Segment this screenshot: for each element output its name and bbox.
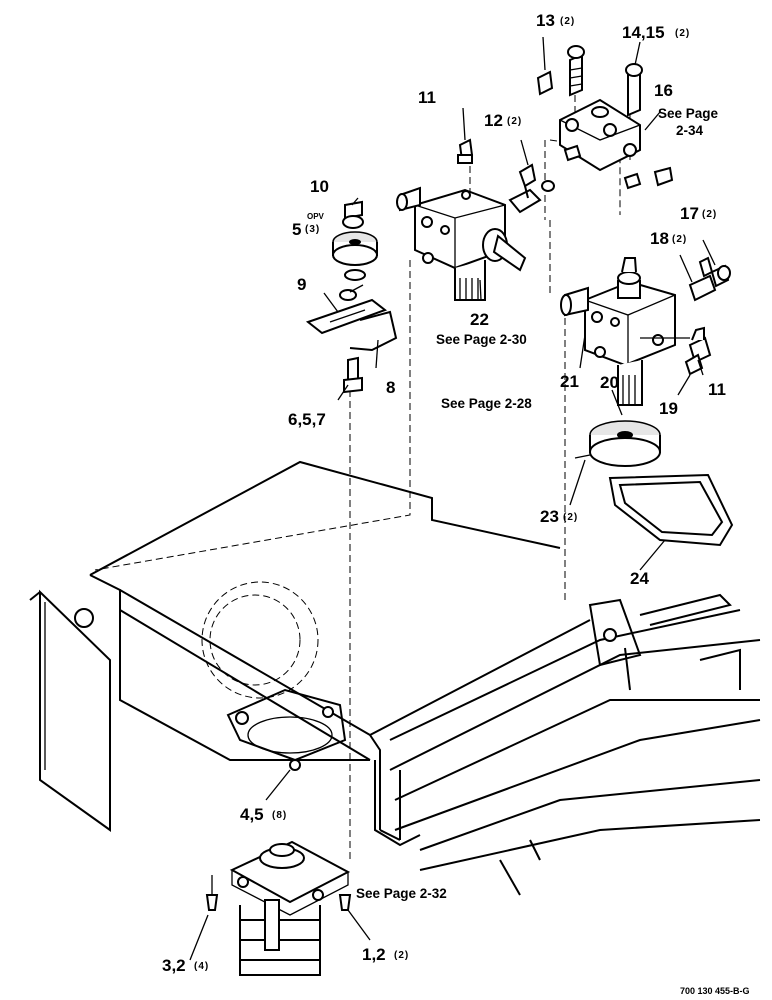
callout-14-15-qty: (2) — [675, 28, 690, 39]
see-page-2-32: See Page 2-32 — [356, 886, 447, 901]
callout-1-2-qty: (2) — [394, 950, 409, 961]
idler-pulley-assembly — [305, 200, 398, 394]
callout-8: 8 — [386, 378, 395, 397]
callout-16: 16 — [654, 81, 673, 100]
callout-3-2-qty: (4) — [194, 961, 209, 972]
callout-3-2: 3,2 — [162, 956, 186, 975]
callout-12-qty: (2) — [507, 116, 522, 127]
callout-9: 9 — [297, 275, 306, 294]
callout-5-opv: OPV — [307, 212, 325, 221]
callout-21: 21 — [560, 372, 579, 391]
callout-23: 23 — [540, 507, 559, 526]
callout-4-5: 4,5 — [240, 805, 264, 824]
callout-1-2: 1,2 — [362, 945, 386, 964]
callout-24: 24 — [630, 569, 649, 588]
callout-4-5-qty: (8) — [272, 810, 287, 821]
callout-18-qty: (2) — [672, 234, 687, 245]
callout-14-15: 14,15 — [622, 23, 665, 42]
callout-18: 18 — [650, 229, 669, 248]
callout-21-ref: See Page 2-28 — [441, 396, 532, 411]
gearbox-upper — [396, 138, 527, 301]
callout-6-5-7: 6,5,7 — [288, 410, 326, 429]
callout-13: 13 — [536, 11, 555, 30]
callout-16-ref-2: 2-34 — [676, 123, 704, 138]
callout-5-qty: (3) — [305, 224, 320, 235]
callout-22-ref: See Page 2-30 — [436, 332, 527, 347]
gearbox-lower — [560, 257, 690, 406]
drive-pulley-and-belt — [574, 420, 734, 547]
callout-11-upper: 11 — [418, 88, 436, 107]
callout-17: 17 — [680, 204, 699, 223]
callout-5: 5 — [292, 220, 301, 239]
callout-10: 10 — [310, 177, 329, 196]
callout-11-lower: 11 — [708, 380, 726, 399]
callout-20: 20 — [600, 373, 619, 392]
universal-joint — [536, 45, 674, 190]
callout-19: 19 — [659, 399, 678, 418]
callout-17-qty: (2) — [702, 209, 717, 220]
elbow-fitting-12 — [508, 163, 555, 214]
figure-code: 700 130 455-B-G — [680, 986, 750, 996]
callout-labels: 13 (2) 14,15 (2) 16 See Page 2-34 11 12 … — [162, 11, 750, 996]
hydraulic-motor — [205, 840, 352, 976]
callout-12: 12 — [484, 111, 503, 130]
frame-weldment — [29, 460, 761, 896]
callout-16-ref-1: See Page — [658, 106, 719, 121]
callout-13-qty: (2) — [560, 16, 575, 27]
callout-22: 22 — [470, 310, 489, 329]
fittings-right — [684, 256, 731, 376]
callout-23-qty: (2) — [563, 512, 578, 523]
leader-lines — [189, 36, 716, 961]
